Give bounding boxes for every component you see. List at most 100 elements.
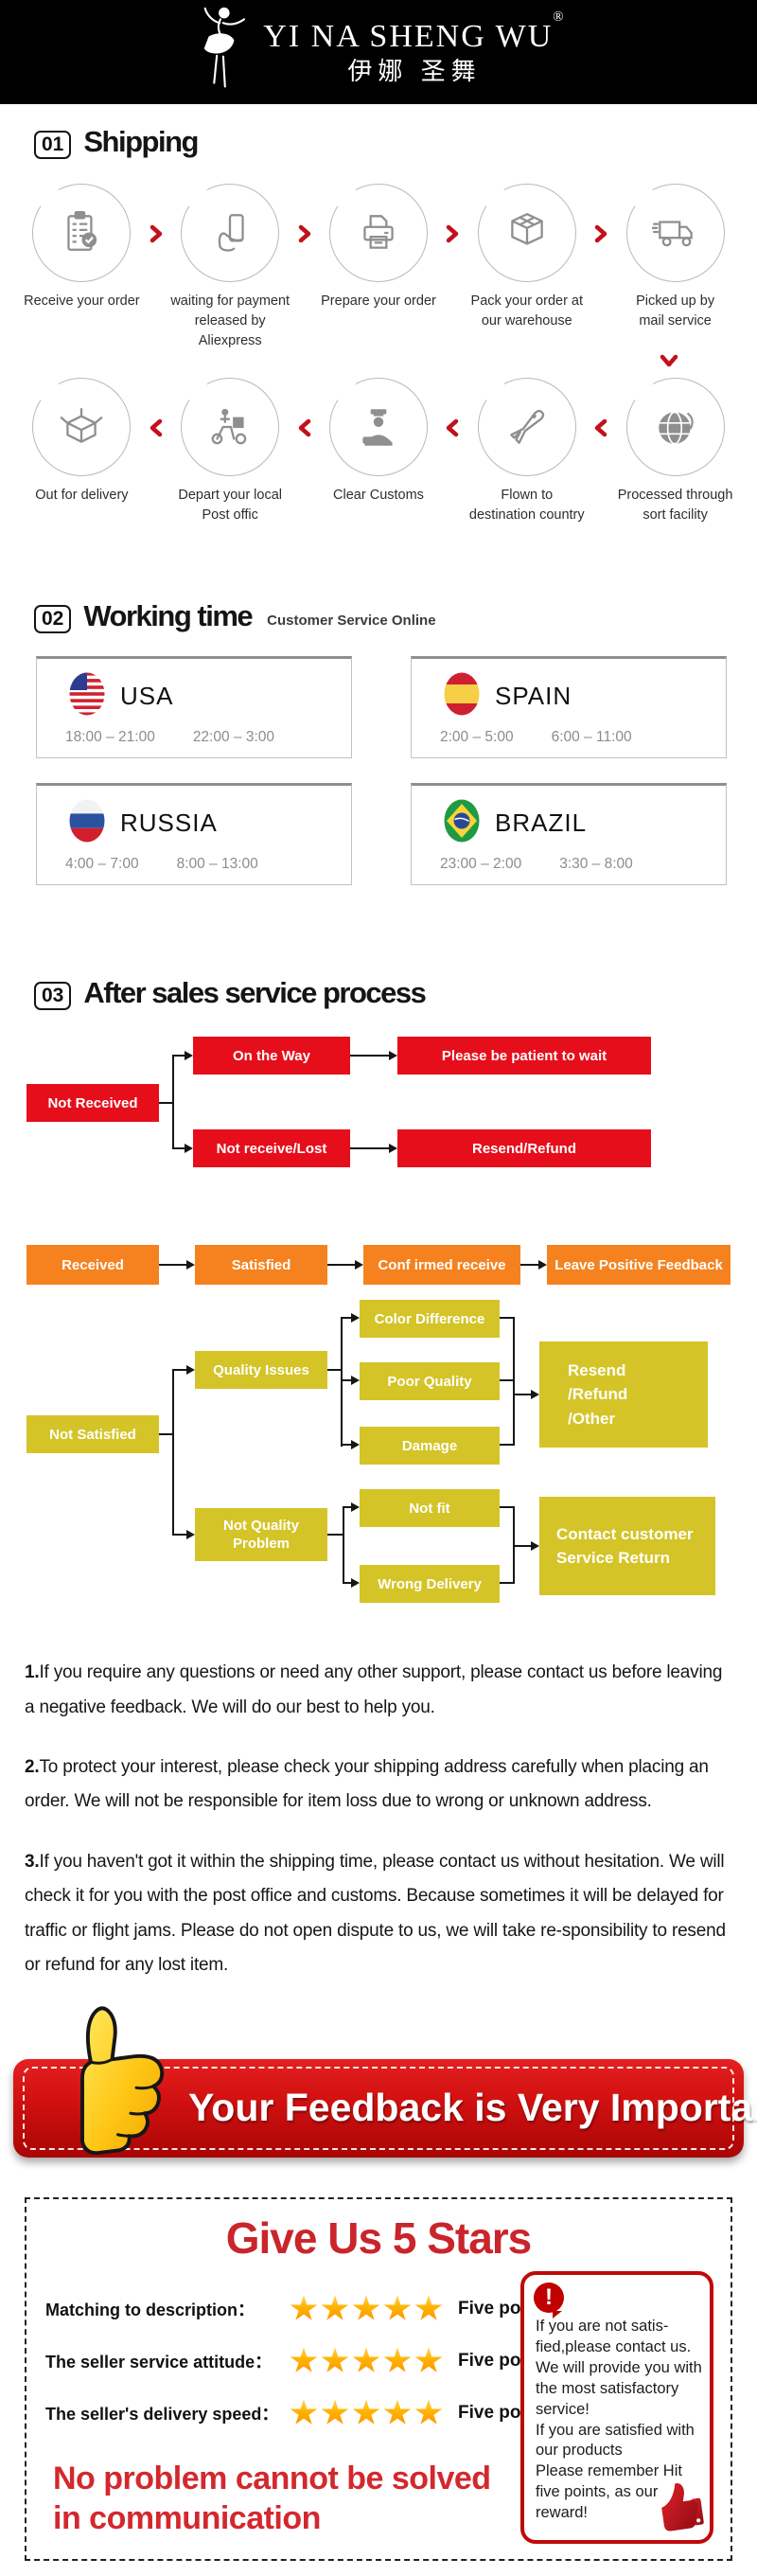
star-icon	[414, 2399, 443, 2425]
chevron-right-icon	[297, 223, 312, 249]
chevron-left-icon	[149, 417, 164, 443]
chevron-right-icon	[593, 223, 608, 249]
shipping-step-label: Clear Customs	[333, 488, 424, 504]
shipping-flow-row-1: Receive your order waiting for payment r…	[0, 184, 757, 351]
flow-box: Not Satisfied	[26, 1415, 159, 1454]
usa-flag	[69, 672, 105, 720]
globe-icon	[625, 378, 725, 477]
chevron-right-icon	[445, 223, 460, 249]
thumbs-up-icon	[40, 1999, 182, 2183]
shipping-step-label: Pack your order at our warehouse	[470, 293, 584, 329]
not-satisfied-flowchart: Color Difference Quality Issues Poor Qua…	[26, 1294, 731, 1616]
payment-card-icon	[181, 184, 280, 282]
five-stars-section: Give Us 5 Stars Matching to description：…	[25, 2196, 732, 2561]
star-icon	[290, 2347, 318, 2372]
note-paragraph: 3.If you haven't got it within the shipp…	[25, 1851, 726, 1976]
open-box-icon	[32, 378, 132, 477]
section-subtitle: Customer Service Online	[267, 613, 436, 630]
flow-box: Resend/Refund	[397, 1129, 651, 1168]
info-box-text: If you are not satis- fied,please contac…	[536, 2317, 702, 2522]
shipping-step: Clear Customs	[312, 378, 446, 525]
received-flowchart: Received Satisfied Conf irmed receive Le…	[26, 1245, 731, 1287]
rating-label: The seller's delivery speed：	[45, 2404, 279, 2424]
communication-slogan: No problem cannot be solved in communica…	[53, 2460, 491, 2537]
shipping-step-label: Flown to destination country	[468, 488, 585, 524]
shipping-step: Out for delivery	[15, 378, 149, 525]
star-icon	[383, 2399, 412, 2425]
shipping-step-label: Picked up by mail service	[636, 293, 715, 329]
five-stars-title: Give Us 5 Stars	[225, 2212, 533, 2263]
flow-box: Please be patient to wait	[397, 1037, 651, 1075]
feedback-banner: Your Feedback is Very Important	[13, 2006, 757, 2158]
chevron-left-icon	[297, 417, 312, 443]
flow-box: Conf irmed receive	[363, 1245, 520, 1286]
shipping-step: Picked up by mail service	[608, 184, 742, 351]
shipping-step-label: waiting for payment released by Aliexpre…	[170, 293, 290, 349]
brand-name-cn: 伊娜 圣舞	[347, 57, 482, 86]
star-icon	[383, 2347, 412, 2372]
brand-name-en: YI NA SHENG WU®	[263, 9, 566, 54]
chevron-left-icon	[593, 417, 608, 443]
red-thumbs-up-icon	[657, 2478, 706, 2536]
star-icon	[321, 2399, 349, 2425]
section-title-text: Shipping	[83, 125, 199, 158]
star-icon	[321, 2347, 349, 2372]
section-title-text: After sales service process	[83, 976, 427, 1010]
star-icon	[290, 2399, 318, 2425]
shipping-step-label: Prepare your order	[321, 293, 436, 309]
section-number-badge: 01	[34, 131, 72, 159]
brazil-flag	[444, 799, 480, 847]
policy-notes: 1.If you require any questions or need a…	[25, 1656, 731, 1983]
star-icon	[414, 2295, 443, 2320]
delivery-truck-icon	[625, 184, 725, 282]
star-icon	[352, 2295, 380, 2320]
dancer-logo	[191, 5, 250, 100]
shipping-step-label: Receive your order	[24, 293, 140, 309]
exclamation-icon: !	[534, 2282, 564, 2318]
country-name: RUSSIA	[120, 808, 218, 838]
not-received-flowchart: Not Received On the Way Please be patien…	[26, 1031, 731, 1173]
rating-row: Matching to description： Five points	[45, 2288, 731, 2330]
flow-box: Quality Issues	[195, 1351, 327, 1390]
five-star-icons	[290, 2295, 443, 2322]
printer-icon	[328, 184, 428, 282]
shipping-step: Pack your order at our warehouse	[460, 184, 593, 351]
working-time-section-title: 02 Working time Customer Service Online	[34, 599, 757, 634]
star-icon	[290, 2295, 318, 2320]
flow-box: Resend /Refund /Other	[539, 1341, 708, 1448]
shipping-step: Receive your order	[15, 184, 149, 351]
flow-box: Contact customer Service Return	[539, 1497, 715, 1596]
country-name: USA	[120, 682, 174, 711]
russia-flag	[69, 799, 105, 847]
brand-header: YI NA SHENG WU® 伊娜 圣舞	[0, 0, 757, 104]
country-name: BRAZIL	[495, 808, 588, 838]
shipping-flow-row-2: Out for delivery Depart your local Post …	[0, 378, 757, 525]
flow-box: Not receive/Lost	[193, 1129, 350, 1168]
flow-box: Wrong Delivery	[360, 1565, 500, 1604]
shipping-step: Prepare your order	[312, 184, 446, 351]
flow-box: Not Received	[26, 1084, 159, 1123]
star-icon	[352, 2399, 380, 2425]
chevron-left-icon	[445, 417, 460, 443]
note-paragraph: 2.To protect your interest, please check…	[25, 1757, 709, 1812]
satisfaction-info-box: ! If you are not satis- fied,please cont…	[520, 2270, 713, 2544]
five-star-icons	[290, 2347, 443, 2374]
rating-label: Matching to description：	[45, 2300, 255, 2319]
flow-box: Damage	[360, 1427, 500, 1466]
flow-box: On the Way	[193, 1037, 350, 1075]
five-star-icons	[290, 2399, 443, 2426]
star-icon	[414, 2347, 443, 2372]
star-icon	[321, 2295, 349, 2320]
flow-box: Color Difference	[360, 1300, 500, 1339]
shipping-step: Flown to destination country	[460, 378, 593, 525]
section-number-badge: 02	[34, 605, 72, 634]
section-title-text: Working time	[83, 599, 253, 633]
flow-box: Not Quality Problem	[195, 1508, 327, 1562]
